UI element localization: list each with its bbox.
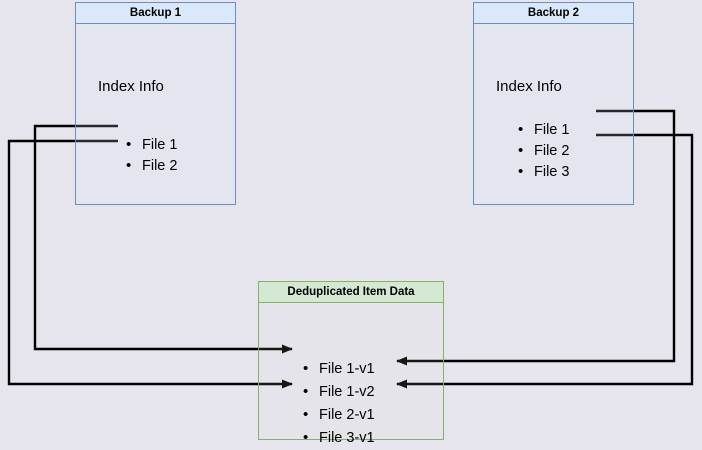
list-item: File 3-v1 (303, 426, 375, 450)
node-backup-2[interactable]: Backup 2 Index Info File 1 File 2 File 3 (473, 2, 634, 205)
list-item: File 2 (126, 155, 177, 177)
dedup-title: Deduplicated Item Data (258, 281, 444, 303)
list-item: File 1 (518, 119, 569, 141)
list-item: File 1 (126, 134, 177, 156)
backup-1-index-label: Index Info (98, 78, 164, 95)
backup-1-body: Index Info File 1 File 2 (75, 24, 236, 205)
list-item: File 1-v2 (303, 380, 375, 404)
node-backup-1[interactable]: Backup 1 Index Info File 1 File 2 (75, 2, 236, 205)
backup-2-file-list: File 1 File 2 File 3 (518, 119, 569, 183)
backup-1-title: Backup 1 (75, 2, 236, 24)
backup-1-file-list: File 1 File 2 (126, 134, 177, 177)
backup-2-title: Backup 2 (473, 2, 634, 24)
list-item: File 1-v1 (303, 357, 375, 381)
node-deduplicated-item-data[interactable]: Deduplicated Item Data File 1-v1 File 1-… (258, 281, 444, 449)
dedup-body: File 1-v1 File 1-v2 File 2-v1 File 3-v1 (258, 303, 444, 449)
backup-2-index-label: Index Info (496, 78, 562, 95)
list-item: File 2-v1 (303, 403, 375, 427)
list-item: File 2 (518, 140, 569, 162)
dedup-file-list: File 1-v1 File 1-v2 File 2-v1 File 3-v1 (303, 357, 375, 450)
list-item: File 3 (518, 161, 569, 183)
backup-2-body: Index Info File 1 File 2 File 3 (473, 24, 634, 205)
